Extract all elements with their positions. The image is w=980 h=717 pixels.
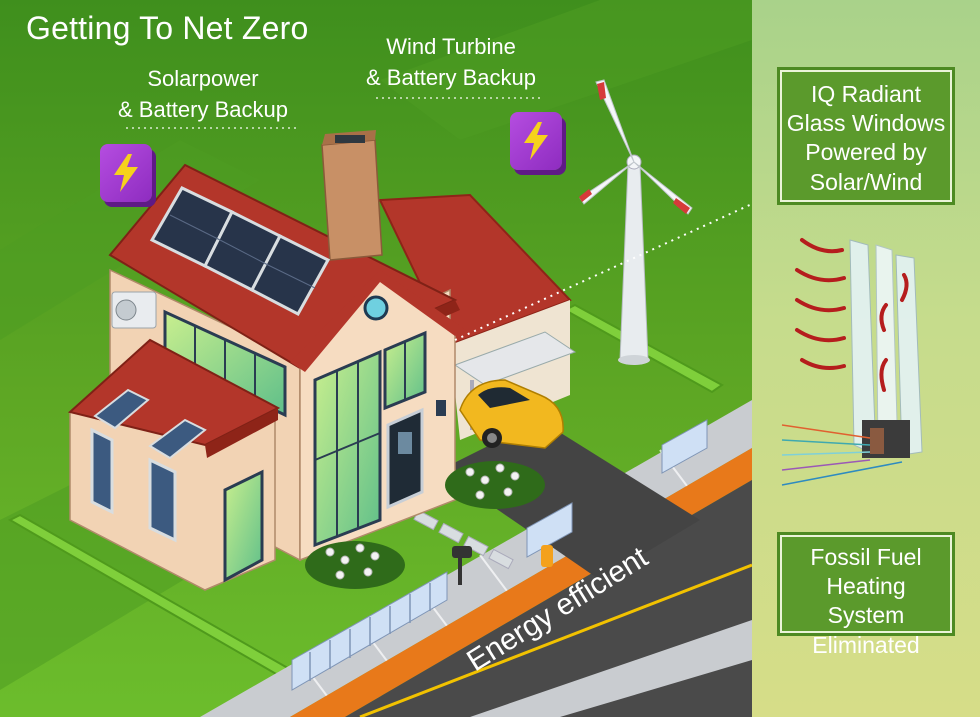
solar-label-line1: Solarpower — [147, 66, 259, 91]
flower-beds — [305, 461, 545, 589]
lightning-bolt-icon — [524, 122, 548, 160]
solar-label-line2: & Battery Backup — [118, 96, 288, 122]
wind-label-line2: & Battery Backup — [366, 64, 536, 90]
window-diagram — [781, 238, 923, 486]
wind-turbine — [579, 79, 693, 365]
iq-radiant-windows-box: IQ Radiant Glass Windows Powered by Sola… — [780, 70, 952, 202]
page-title: Getting To Net Zero — [26, 10, 309, 46]
house-illustration — [0, 0, 753, 717]
car — [459, 379, 564, 449]
house-scene: Getting To Net Zero Solarpower & Battery… — [0, 0, 753, 717]
solar-battery-icon — [100, 144, 152, 202]
wind-label: Wind Turbine & Battery Backup — [346, 32, 556, 94]
lightning-bolt-icon — [114, 154, 138, 192]
solar-panels — [149, 186, 331, 317]
fossil-fuel-box: Fossil Fuel Heating System Eliminated — [780, 535, 952, 658]
wind-label-line1: Wind Turbine — [386, 34, 516, 59]
wind-battery-icon — [510, 112, 562, 170]
solar-label: Solarpower & Battery Backup — [98, 64, 308, 126]
